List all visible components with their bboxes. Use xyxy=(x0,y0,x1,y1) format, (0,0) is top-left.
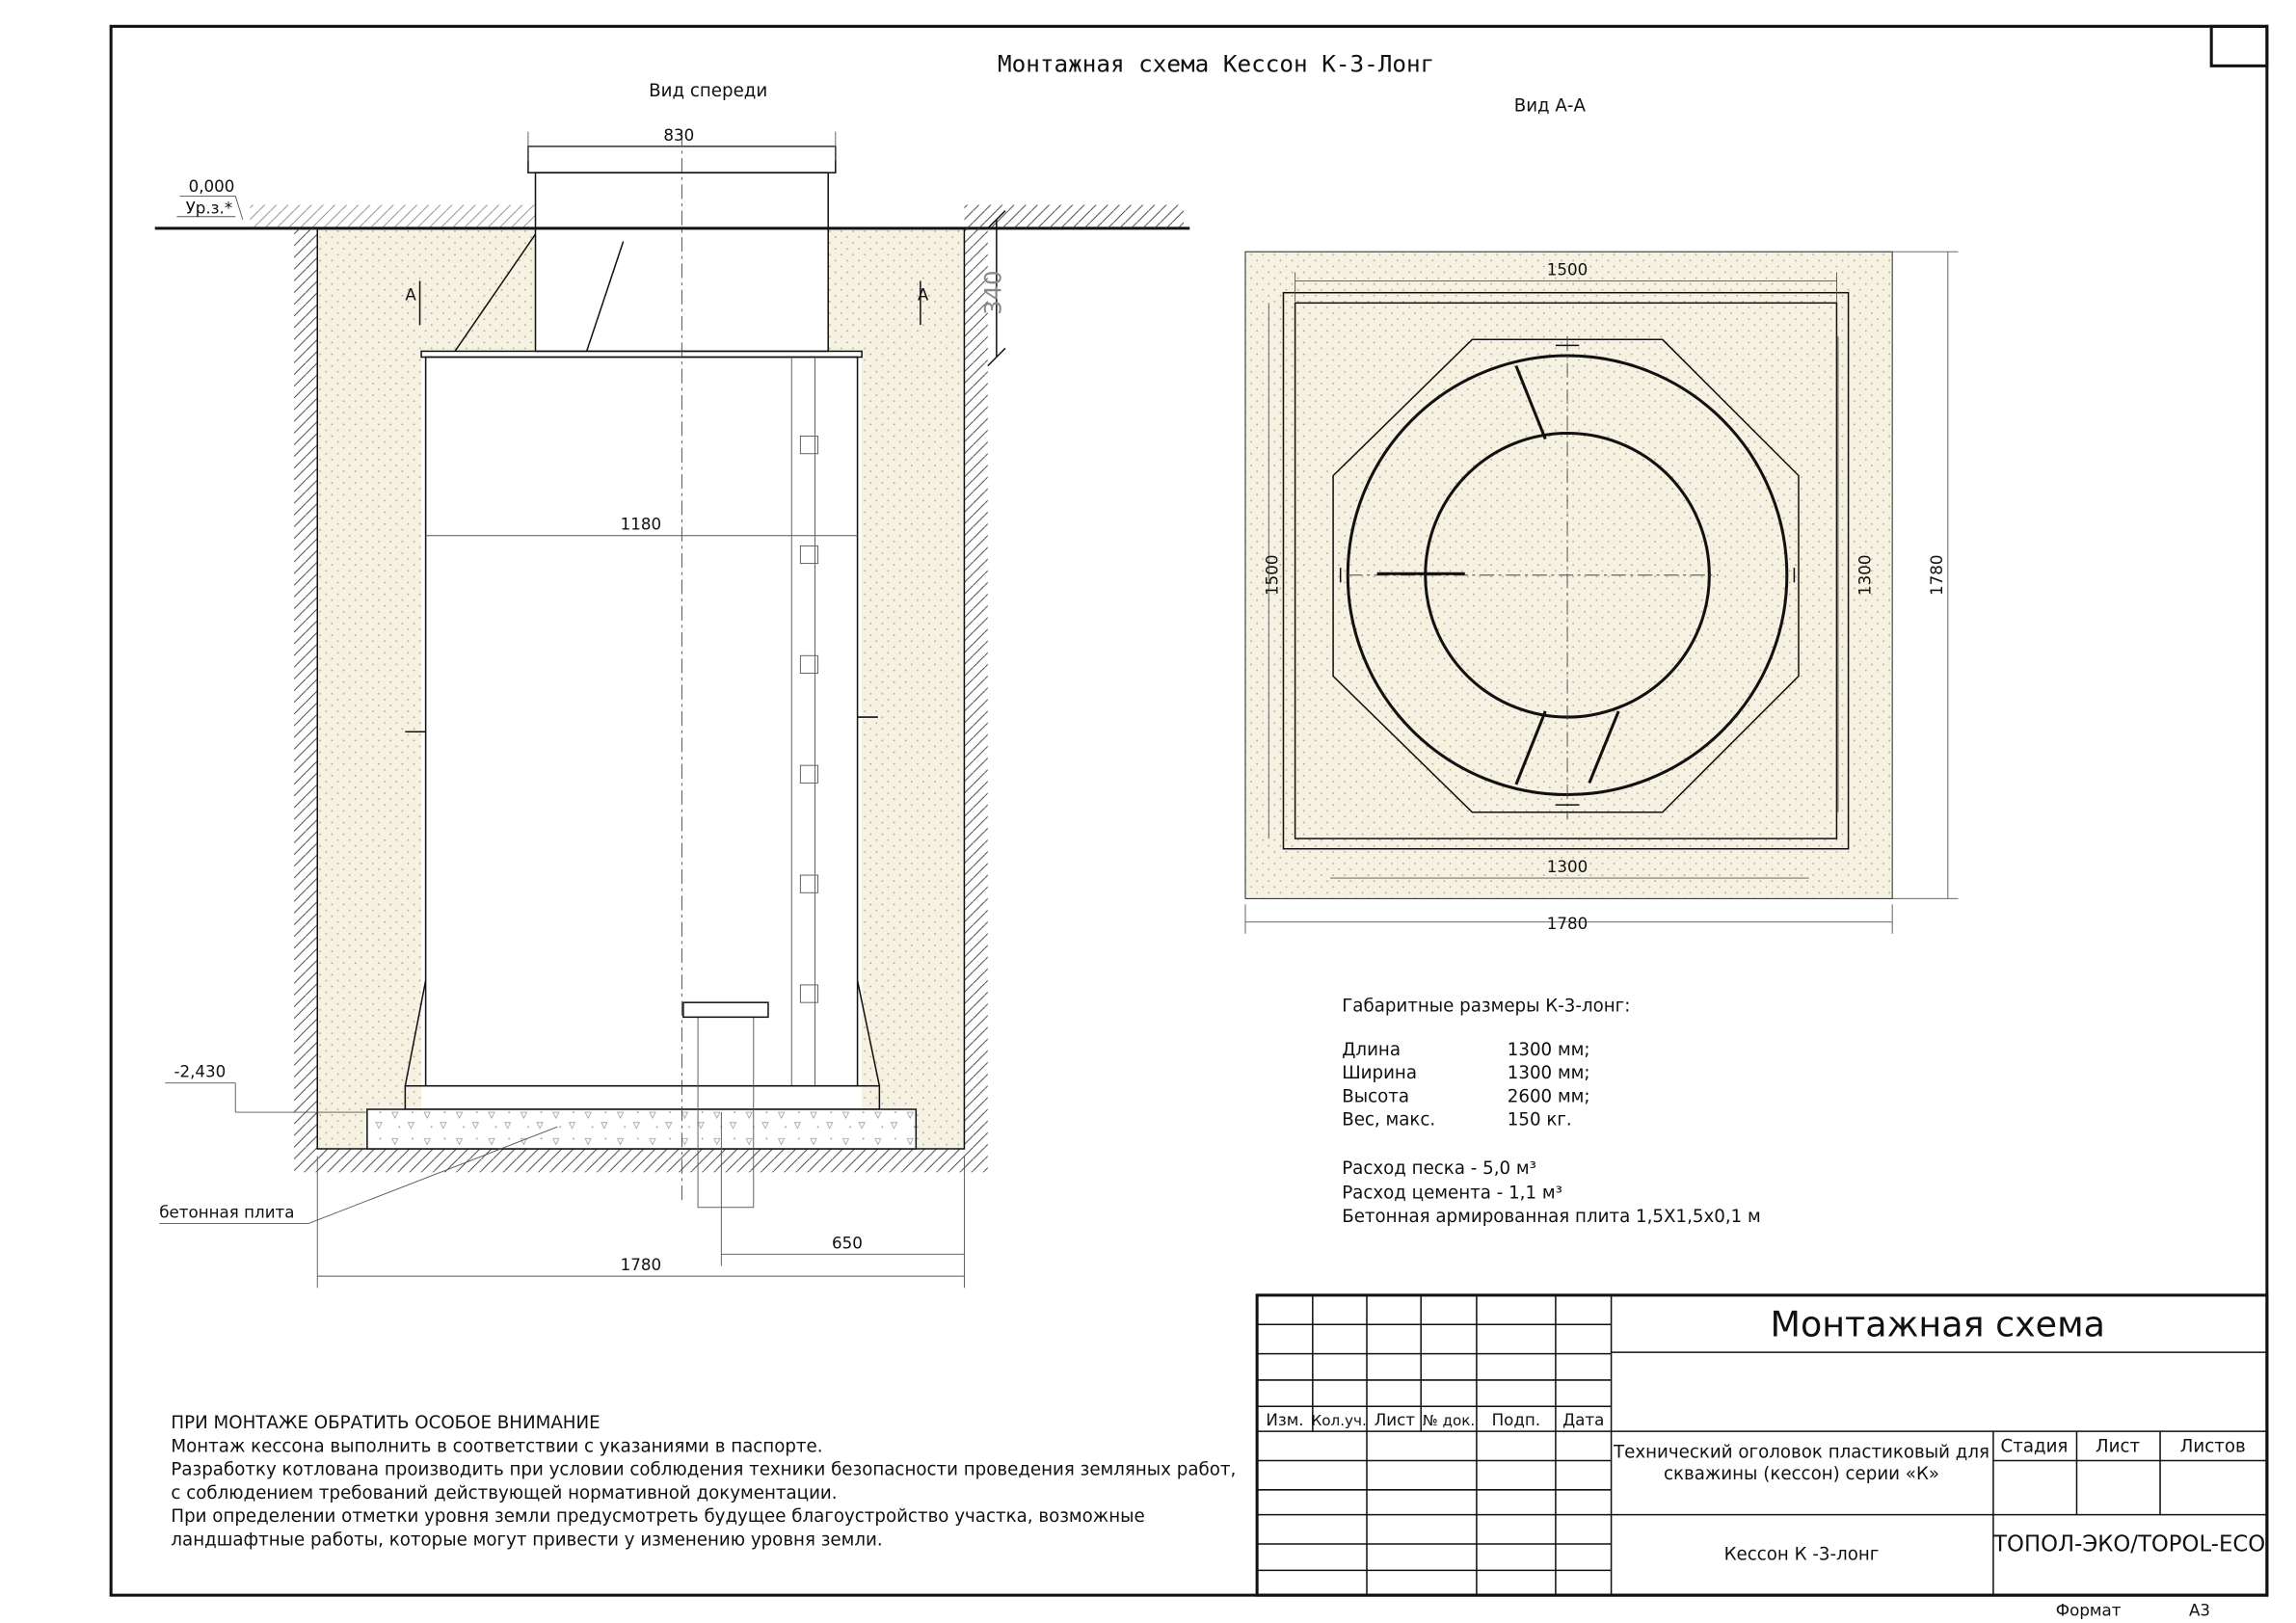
col-data: Дата xyxy=(1562,1410,1604,1429)
note-line: ландшафтные работы, которые могут привес… xyxy=(171,1530,882,1551)
front-view-label: Вид спереди xyxy=(649,81,767,101)
level-note: Ур.з.* xyxy=(186,199,233,218)
dim-1780-right: 1780 xyxy=(1927,555,1946,596)
cement-consumption: Расход цемента - 1,1 м³ xyxy=(1342,1184,1562,1204)
spec-value: 150 кг. xyxy=(1508,1110,1572,1131)
product-line1: Технический оголовок пластиковый для xyxy=(1613,1442,1989,1462)
spec-key: Ширина xyxy=(1342,1063,1417,1083)
slab-spec: Бетонная армированная плита 1,5Х1,5х0,1 … xyxy=(1342,1207,1761,1227)
note-line: Монтаж кессона выполнить в соответствии … xyxy=(171,1436,822,1456)
dim-1180: 1180 xyxy=(621,515,661,534)
dim-1500-left: 1500 xyxy=(1262,555,1281,596)
spec-key: Высота xyxy=(1342,1086,1409,1106)
drawing-name: Монтажная схема xyxy=(1771,1303,2105,1344)
sand-consumption: Расход песка - 5,0 м³ xyxy=(1342,1158,1536,1179)
sheets-label: Листов xyxy=(2180,1436,2246,1456)
section-mark-right: А xyxy=(918,284,929,304)
front-view: Вид спереди 830 1180 1780 650 340 0,000 … xyxy=(154,81,1190,1289)
dim-340: 340 xyxy=(978,271,1006,315)
col-izm: Изм. xyxy=(1266,1410,1303,1429)
format-value: А3 xyxy=(2189,1600,2210,1619)
item-name: Кессон К -3-лонг xyxy=(1724,1545,1880,1565)
col-list: Лист xyxy=(1375,1410,1416,1429)
dim-1300-bottom: 1300 xyxy=(1547,857,1588,876)
company-name: ТОПОЛ-ЭКО/TOPOL-ECO xyxy=(1992,1532,2265,1557)
col-doc: № док. xyxy=(1423,1412,1475,1429)
col-kol-uch: Кол.уч. xyxy=(1311,1412,1366,1429)
note-line: При определении отметки уровня земли пре… xyxy=(171,1506,1144,1527)
section-view-label: Вид А-А xyxy=(1514,95,1587,116)
specs-heading: Габаритные размеры К-3-лонг: xyxy=(1342,996,1630,1016)
level-2430: -2,430 xyxy=(174,1062,226,1081)
slab-label: бетонная плита xyxy=(159,1202,294,1221)
title-block: Монтажная схема Изм. Кол.уч. Лист № док.… xyxy=(1255,1293,2269,1619)
drawing-title: Монтажная схема Кессон К-3-Лонг xyxy=(998,49,1434,77)
format-label: Формат xyxy=(2056,1600,2122,1619)
notes: ПРИ МОНТАЖЕ ОБРАТИТЬ ОСОБОЕ ВНИМАНИЕ Мон… xyxy=(171,1413,1236,1550)
note-line: Разработку котлована производить при усл… xyxy=(171,1460,1236,1480)
dim-1500-top: 1500 xyxy=(1547,259,1588,279)
spec-value: 1300 мм; xyxy=(1508,1040,1590,1060)
spec-value: 1300 мм; xyxy=(1508,1063,1590,1083)
section-view: Вид А-А 1500 1500 1300 1780 1300 1780 xyxy=(1244,95,1959,934)
spec-key: Длина xyxy=(1342,1040,1401,1060)
spec-key: Вес, макс. xyxy=(1342,1110,1435,1131)
dim-650: 650 xyxy=(832,1233,863,1252)
col-podp: Подп. xyxy=(1492,1410,1541,1429)
specs: Габаритные размеры К-3-лонг: Длина 1300 м… xyxy=(1342,996,1761,1227)
note-line: с соблюдением требований действующей нор… xyxy=(171,1483,837,1503)
dim-1780-front: 1780 xyxy=(621,1255,661,1274)
notes-heading: ПРИ МОНТАЖЕ ОБРАТИТЬ ОСОБОЕ ВНИМАНИЕ xyxy=(171,1413,600,1433)
dim-1300-right: 1300 xyxy=(1855,555,1874,596)
dim-830: 830 xyxy=(663,125,694,145)
product-line2: скважины (кессон) серии «К» xyxy=(1664,1464,1939,1484)
spec-value: 2600 мм; xyxy=(1508,1086,1590,1106)
dim-1780-bottom: 1780 xyxy=(1547,914,1588,933)
level-0000: 0,000 xyxy=(189,176,235,196)
sheet-label: Лист xyxy=(2096,1436,2141,1456)
sheet-frame xyxy=(109,24,2269,1597)
section-mark-left: А xyxy=(405,284,416,304)
stage-label: Стадия xyxy=(2000,1436,2068,1456)
